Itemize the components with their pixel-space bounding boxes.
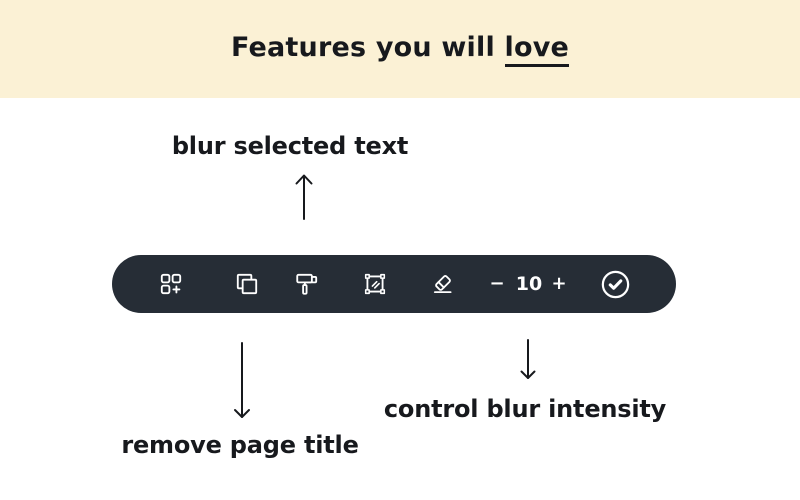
toolbar: − 10 + — [112, 255, 676, 313]
eraser-icon — [433, 275, 452, 294]
arrow-down-icon — [520, 339, 536, 379]
blur-region-button[interactable] — [362, 271, 388, 297]
page-title-underlined-word: love — [504, 32, 570, 67]
confirm-button[interactable] — [599, 268, 632, 301]
arrow-up-icon — [295, 174, 313, 220]
increase-blur-button[interactable]: + — [551, 255, 566, 313]
page-title: Features you will love — [230, 31, 570, 67]
blur-region-icon — [364, 273, 386, 295]
blur-value: 10 — [515, 273, 543, 295]
duplicate-button[interactable] — [234, 271, 260, 297]
banner: Features you will love — [0, 0, 800, 98]
eraser-button[interactable] — [430, 271, 456, 297]
callout-remove-page-title: remove page title — [121, 431, 359, 459]
page-title-text: Features you will — [230, 31, 505, 63]
decrease-blur-button[interactable]: − — [489, 255, 504, 313]
callout-control-blur-intensity: control blur intensity — [383, 395, 667, 423]
add-blocks-button[interactable] — [158, 271, 184, 297]
add-blocks-icon — [160, 273, 182, 295]
paint-roller-icon — [296, 273, 318, 295]
paint-roller-button[interactable] — [294, 271, 320, 297]
confirm-icon — [601, 270, 630, 299]
callout-blur-selected-text: blur selected text — [171, 132, 409, 160]
arrow-down-icon — [234, 342, 250, 418]
duplicate-icon — [236, 273, 258, 295]
